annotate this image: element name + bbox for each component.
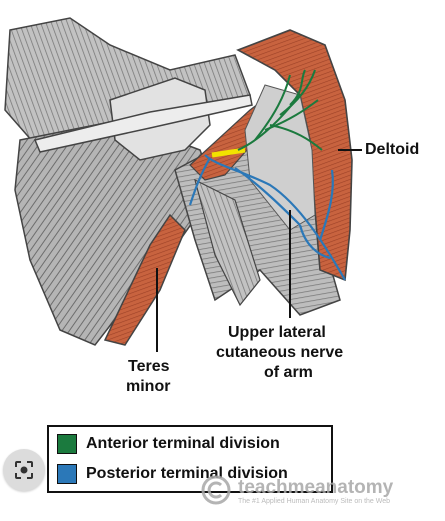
axillary-nerve-trunk (211, 147, 246, 158)
anterior-nerve-branches (237, 69, 323, 151)
watermark: teachmeanatomy The #1 Applied Human Anat… (200, 474, 393, 511)
label-nerve-2: cutaneous nerve (216, 344, 344, 361)
label-nerve-3: of arm (264, 364, 313, 381)
label-nerve-1: Upper lateral (228, 324, 326, 341)
lens-icon (15, 461, 33, 479)
watermark-name: teachmeanatomy (238, 477, 394, 498)
scapula-spine (33, 94, 253, 153)
legend: Anterior terminal division Posterior ter… (47, 425, 333, 493)
legend-label-anterior: Anterior terminal division (86, 435, 280, 452)
legend-label-posterior: Posterior terminal division (86, 465, 288, 482)
watermark-tagline: The #1 Applied Human Anatomy Site on the… (238, 498, 391, 505)
copyright-icon (201, 475, 231, 505)
long-head-triceps (194, 178, 261, 307)
label-teres-minor-2: minor (126, 378, 171, 395)
teres-minor-muscle (103, 213, 186, 346)
label-teres-minor-1: Teres (128, 358, 170, 375)
legend-swatch-posterior (57, 464, 77, 484)
humeral-head (244, 84, 316, 231)
legend-item-posterior: Posterior terminal division (57, 463, 288, 485)
legend-swatch-anterior (57, 434, 77, 454)
infraspinatus-muscle (14, 119, 216, 346)
label-deltoid: Deltoid (365, 141, 420, 158)
posterior-nerve-branches (188, 154, 346, 281)
legend-item-anterior: Anterior terminal division (57, 433, 280, 455)
lens-search-button[interactable] (3, 449, 45, 491)
